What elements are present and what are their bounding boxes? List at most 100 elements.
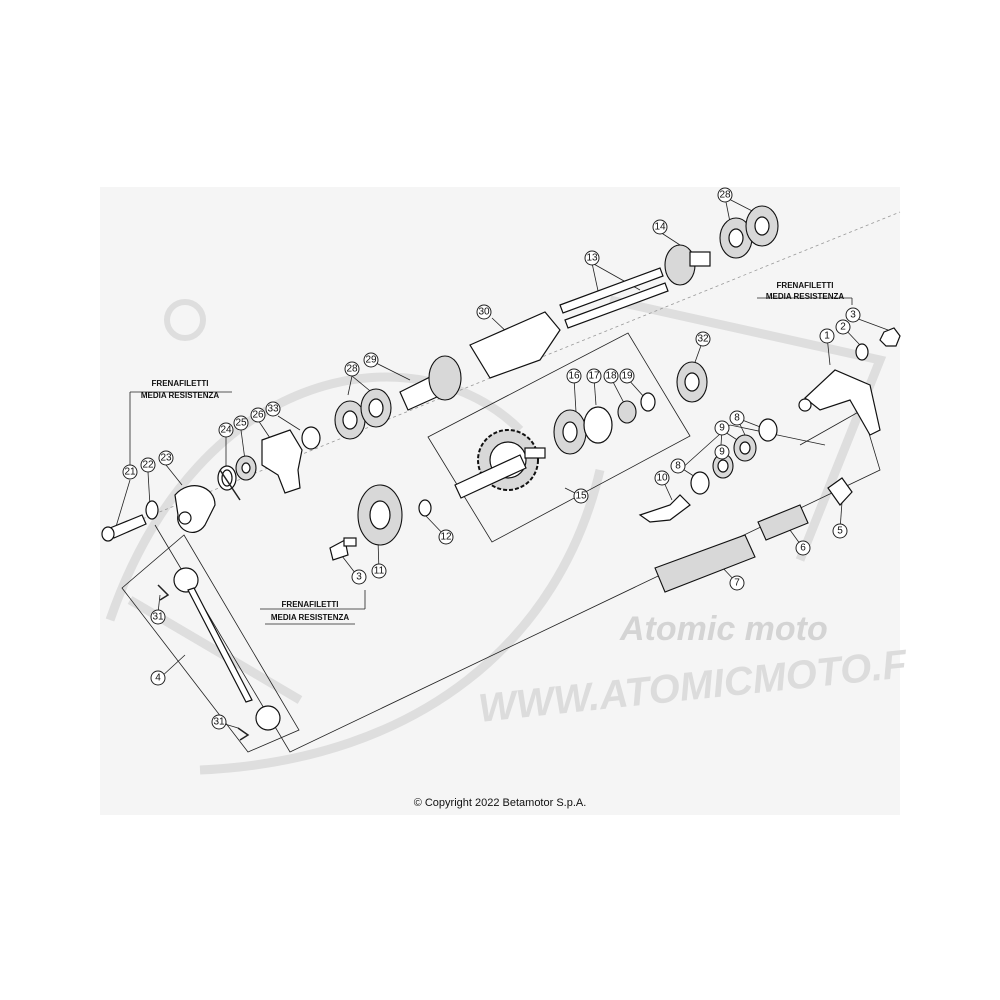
threadlocker-label-bottom-l2: MEDIA RESISTENZA: [271, 613, 350, 622]
callout-31-top: 31: [150, 609, 166, 625]
bushing-9-bottom: [712, 453, 734, 479]
callout-22: 22: [140, 457, 156, 473]
bolt-21: [101, 514, 147, 542]
svg-text:30: 30: [478, 307, 490, 318]
svg-text:22: 22: [142, 460, 154, 471]
washer-22: [145, 500, 159, 520]
washer-8-top: [758, 418, 778, 442]
washer-8-bottom: [690, 471, 710, 495]
clip-31-top: [157, 584, 170, 601]
ring-19: [640, 392, 656, 412]
group-frame-outline: [154, 409, 881, 753]
diagram-panel: [100, 187, 900, 815]
callout-24: 24: [218, 422, 234, 438]
lever-plate-23: [174, 485, 216, 533]
callout-8-bottom: 8: [670, 458, 686, 474]
copyright-notice: © Copyright 2022 Betamotor S.p.A.: [413, 797, 587, 809]
callout-11: 11: [371, 563, 387, 579]
callout-13: 13: [584, 250, 600, 266]
threadlocker-label-right-l1: FRENAFILETTI: [777, 281, 834, 290]
svg-text:31: 31: [152, 612, 164, 623]
svg-text:2: 2: [840, 322, 846, 333]
svg-text:8: 8: [675, 461, 681, 472]
bushing-9-top: [733, 434, 757, 462]
svg-text:5: 5: [837, 526, 843, 537]
callout-16: 16: [566, 368, 582, 384]
svg-text:9: 9: [719, 423, 725, 434]
svg-text:10: 10: [656, 473, 668, 484]
callout-28-left: 28: [344, 361, 360, 377]
svg-text:26: 26: [252, 410, 264, 421]
threadlocker-label-left-l2: MEDIA RESISTENZA: [141, 391, 220, 400]
callout-1: 1: [819, 328, 835, 344]
callout-14: 14: [652, 219, 668, 235]
bolt-3-center: [329, 537, 357, 561]
svg-text:17: 17: [588, 371, 600, 382]
callout-30: 30: [476, 304, 492, 320]
arm-10: [638, 494, 691, 523]
svg-text:13: 13: [586, 253, 598, 264]
svg-text:7: 7: [734, 578, 740, 589]
callout-19: 19: [619, 368, 635, 384]
spring-7: [654, 534, 756, 593]
callout-5: 5: [832, 523, 848, 539]
svg-text:32: 32: [697, 334, 709, 345]
callout-29: 29: [363, 352, 379, 368]
callout-9-bottom: 9: [714, 444, 730, 460]
callout-25: 25: [233, 415, 249, 431]
clip-31-bottom: [237, 727, 250, 741]
svg-text:6: 6: [800, 543, 806, 554]
callout-23: 23: [158, 450, 174, 466]
lever-pin: [178, 511, 192, 525]
rods-13: [559, 267, 669, 329]
svg-text:11: 11: [374, 566, 385, 577]
group-frame-4: [121, 534, 300, 753]
callout-6: 6: [795, 540, 811, 556]
callout-3-center: 3: [351, 569, 367, 585]
impeller-11: [357, 484, 403, 546]
callout-10: 10: [654, 470, 670, 486]
svg-text:21: 21: [124, 467, 136, 478]
bearing-16: [553, 409, 587, 455]
spring-24: [217, 465, 241, 501]
bearing-28-right: [719, 205, 779, 259]
svg-text:15: 15: [575, 491, 587, 502]
callout-21: 21: [122, 464, 138, 480]
seal-33: [301, 426, 321, 450]
threadlocker-label-bottom-l1: FRENAFILETTI: [282, 600, 339, 609]
callout-15: 15: [573, 488, 589, 504]
bolt-3-top: [879, 327, 901, 347]
callout-31-bottom: 31: [211, 714, 227, 730]
svg-text:28: 28: [719, 190, 731, 201]
shift-shaft-4: [173, 567, 281, 731]
svg-text:9: 9: [719, 447, 725, 458]
svg-text:23: 23: [160, 453, 172, 464]
detent-5: [827, 477, 853, 506]
watermark-url: WWW.ATOMICMOTO.F: [476, 642, 910, 731]
svg-text:25: 25: [235, 418, 247, 429]
threadlocker-label-left-l1: FRENAFILETTI: [152, 379, 209, 388]
bearing-32: [676, 361, 708, 403]
svg-text:12: 12: [440, 532, 452, 543]
callout-12: 12: [438, 529, 454, 545]
spring-6: [757, 504, 809, 541]
callout-28-right: 28: [717, 187, 733, 203]
svg-text:28: 28: [346, 364, 358, 375]
svg-text:19: 19: [621, 371, 633, 382]
svg-text:16: 16: [568, 371, 580, 382]
callout-2: 2: [835, 319, 851, 335]
washer-2: [855, 343, 869, 361]
group-frame-inner: [679, 424, 826, 471]
svg-text:4: 4: [155, 673, 161, 684]
svg-text:3: 3: [850, 310, 856, 321]
selector-plate-26: [261, 429, 303, 494]
selector-drum-30: [469, 311, 561, 379]
group-frame-15: [427, 332, 691, 543]
svg-text:8: 8: [734, 413, 740, 424]
svg-text:1: 1: [824, 331, 830, 342]
callout-7: 7: [729, 575, 745, 591]
bushing-18: [617, 400, 637, 424]
callout-9-top: 9: [714, 420, 730, 436]
